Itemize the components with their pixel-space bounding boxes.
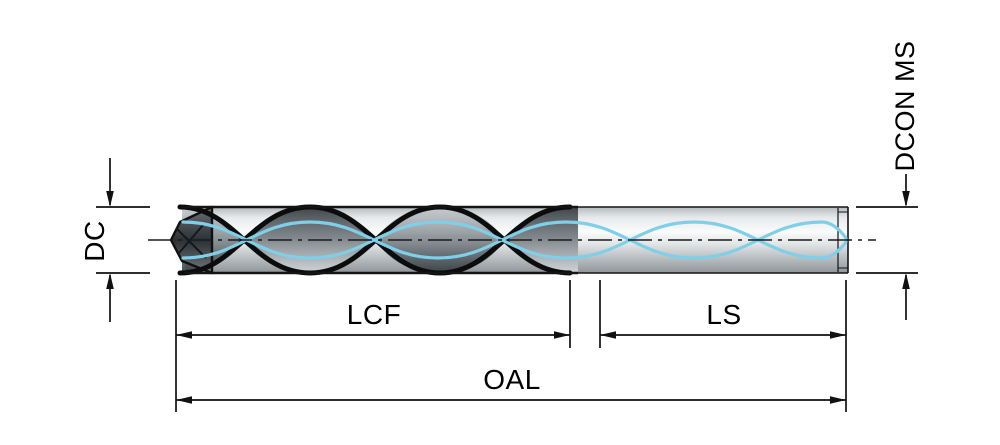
oal-dimension [176,396,846,404]
lcf-label: LCF [347,299,401,330]
dc-arrow-up-icon [106,273,114,289]
drill [148,204,876,276]
dcon-arrow-down-icon [902,191,910,207]
dcon-arrow-up-icon [902,273,910,289]
lcf-arrow-left-icon [176,331,192,339]
dc-dimension [96,158,150,322]
dc-label: DC [79,220,110,261]
ls-dimension [599,280,847,412]
body-outline [182,205,849,275]
coolant-channels [181,220,848,260]
dcon-dimension [856,174,918,320]
ls-label: LS [706,299,741,330]
dc-arrow-down-icon [106,191,114,207]
ls-arrow-left-icon [600,331,616,339]
oal-label: OAL [483,364,541,395]
lcf-dimension [175,280,571,412]
oal-arrow-left-icon [176,396,192,404]
drill-tip-facets [175,223,207,259]
lcf-arrow-right-icon [554,331,570,339]
dcon-label: DCON MS [890,41,920,172]
ls-arrow-right-icon [830,331,846,339]
oal-arrow-right-icon [830,396,846,404]
